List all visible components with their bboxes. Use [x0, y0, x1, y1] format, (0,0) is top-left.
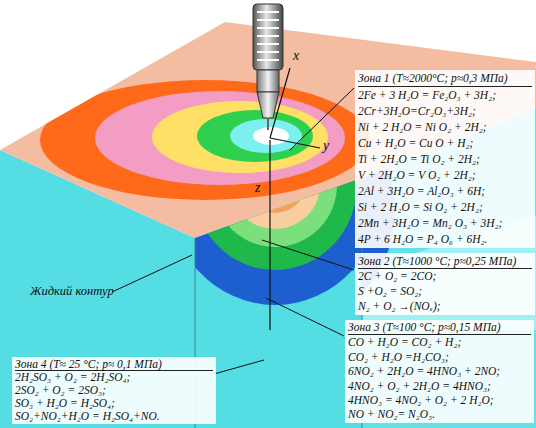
reaction-equation: 2Fe + 3 H₂O = Fe₂O₃ + 3H₂; [358, 87, 532, 103]
reaction-equation: NO + NO₂= N₂O₃. [348, 407, 531, 421]
reaction-equation: SO₃ + H₂O = H₂SO₄; [15, 397, 213, 410]
zone-rings [40, 80, 370, 200]
reaction-equation: 4HNO₃ = 4NO₂ + O₂ + 2 H₂O; [348, 393, 531, 407]
reaction-equation: Ni + 2 H₂O = Ni O₂ + 2H₂; [358, 119, 532, 135]
reaction-equation: 2Al + 3H₂O = Al₂O₃ + 6H; [358, 183, 532, 199]
reaction-equation: SO₂+NO₂+H₂O = H₂SO₄+NO. [15, 410, 213, 423]
reaction-equation: 2SO₂ + O₂ = 2SO₃; [15, 384, 213, 397]
reaction-equation: 2C + O₂ = 2CO; [358, 269, 532, 284]
axis-lines [270, 68, 320, 330]
zone-note: Зона 3 (T≈100 °C; p≈0,15 МПа)CO + H₂O = … [345, 320, 534, 423]
zone-heading: Зона 3 (T≈100 °C; p≈0,15 МПа) [348, 321, 531, 335]
reaction-equation: Cu + H₂O = Cu O + H₂; [358, 135, 532, 151]
reaction-equation: 4NO₂ + O₂ + 2H₂O = 4HNO₃; [348, 379, 531, 393]
reaction-equation: Ti + 2H₂O = Ti O₂ + 2H₂; [358, 151, 532, 167]
welding-torch [253, 4, 283, 130]
zone-note: Зона 1 (T≈2000°C; p≈0,3 МПа)2Fe + 3 H₂O … [355, 70, 535, 248]
zone-heading: Зона 2 (T≈1000 °C; p≈0,25 МПа) [358, 254, 532, 269]
reaction-equation: 4P + 6 H₂O = P₄ O₆ + 6H₂. [358, 231, 532, 247]
zone-heading: Зона 4 (T≈ 25 °C; p≈ 0,1 МПа) [15, 358, 213, 371]
axis-label: y [323, 138, 329, 154]
reaction-equation: V + 2H₂O = V O₂ + 2H₂; [358, 167, 532, 183]
region-label: Жидкий контур [30, 284, 114, 299]
reaction-equation: 2Mn + 3H₂O = Mn₂ O₃ + 3H₂; [358, 215, 532, 231]
leader-lines [112, 88, 354, 374]
axis-label: z [255, 180, 260, 196]
reaction-equation: Si + 2 H₂O = Si O₂ + 2H₂; [358, 199, 532, 215]
reaction-equation: N₂ + O₂ →(NOₓ); [358, 299, 532, 314]
zone-section [165, 65, 385, 305]
reaction-equation: 6NO₂ + 2H₂O = 4HNO₃ + 2NO; [348, 364, 531, 378]
reaction-equation: 2H₂SO₃ + O₂ = 2H₂SO₄; [15, 371, 213, 384]
reaction-equation: 2Cr+3H₂O=Cr₂O₃+3H₂; [358, 103, 532, 119]
axis-label: x [293, 48, 299, 64]
reaction-equation: CO + H₂O = CO₂ + H₂; [348, 335, 531, 349]
zone-note: Зона 4 (T≈ 25 °C; p≈ 0,1 МПа)2H₂SO₃ + O₂… [12, 357, 216, 424]
reaction-equation: CO₂ + H₂O =H₂CO₃; [348, 350, 531, 364]
reaction-equation: S +O₂ = SO₂; [358, 284, 532, 299]
zone-note: Зона 2 (T≈1000 °C; p≈0,25 МПа)2C + O₂ = … [355, 253, 535, 315]
zone-heading: Зона 1 (T≈2000°C; p≈0,3 МПа) [358, 71, 532, 87]
